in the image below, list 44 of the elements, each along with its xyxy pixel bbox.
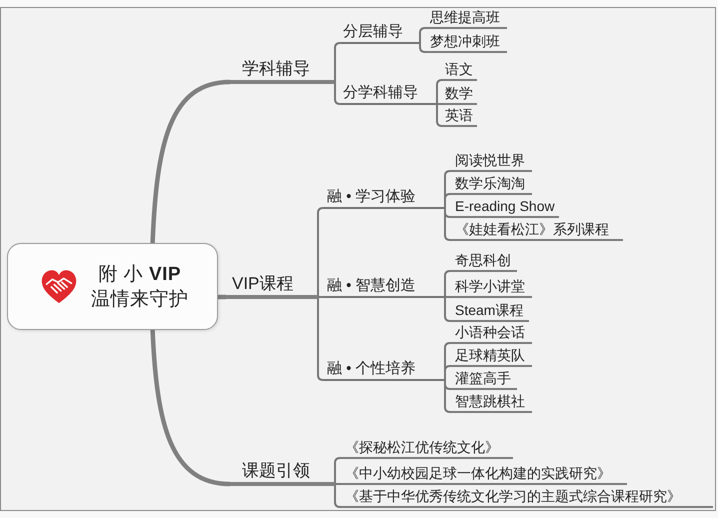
leaf-topic: 《娃娃看松江》系列课程	[451, 221, 623, 241]
subtopic: 融 • 个性培养	[324, 359, 445, 381]
leaf-topic: 《探秘松江优传统文化》	[341, 439, 513, 459]
subtopic: 分层辅导	[341, 22, 420, 44]
connector-line	[335, 483, 341, 485]
leaf-topic: E-reading Show	[451, 198, 559, 218]
leaf-topic: 数学乐淘淘	[451, 175, 532, 195]
leaf-topic: 《中小幼校园足球一体化构建的实践研究》	[341, 465, 627, 485]
leaf-topic: 阅读悦世界	[451, 152, 532, 172]
connector-line	[444, 365, 452, 380]
leaf-topic: 语文	[443, 61, 477, 81]
leaf-topic: 灌篮高手	[451, 370, 517, 390]
connector-line	[444, 297, 452, 322]
leaf-topic: 奇思科创	[451, 252, 517, 272]
leaf-topic: 《基于中华优秀传统文化学习的主题式综合课程研究》	[341, 488, 713, 508]
main-topic: 学科辅导	[230, 58, 335, 84]
branch-curve	[218, 294, 226, 300]
subtopic: 分学科辅导	[341, 83, 437, 105]
branch-curve	[150, 80, 230, 244]
topic-subtitle: 温情来守护	[91, 288, 188, 312]
connector-line	[437, 103, 443, 105]
main-topic: VIP课程	[226, 273, 318, 299]
main-topic: 课题引领	[230, 460, 335, 486]
topic-title: 附 小 VIP	[98, 262, 182, 286]
leaf-topic: 小语种会话	[451, 324, 532, 344]
leaf-topic: Steam课程	[451, 302, 529, 322]
central-topic-box	[7, 243, 218, 330]
leaf-topic: 科学小讲堂	[451, 278, 532, 298]
connector-line	[318, 296, 324, 298]
leaf-topic: 梦想冲刺班	[426, 33, 507, 53]
connector-line	[445, 296, 451, 298]
leaf-topic: 思维提高班	[426, 9, 507, 29]
subtopic: 融 • 学习体验	[324, 187, 445, 209]
subtopic: 融 • 智慧创造	[324, 276, 445, 298]
connector-line	[419, 43, 426, 53]
leaf-topic: 数学	[443, 85, 477, 105]
connector-line	[436, 104, 444, 127]
connector-line	[334, 484, 342, 508]
leaf-topic: 英语	[443, 107, 477, 127]
leaf-topic: 足球精英队	[451, 347, 532, 367]
connector-line	[444, 193, 452, 208]
connector-line	[419, 27, 426, 43]
leaf-topic: 智慧跳棋社	[451, 393, 532, 413]
branch-curve	[150, 330, 230, 486]
